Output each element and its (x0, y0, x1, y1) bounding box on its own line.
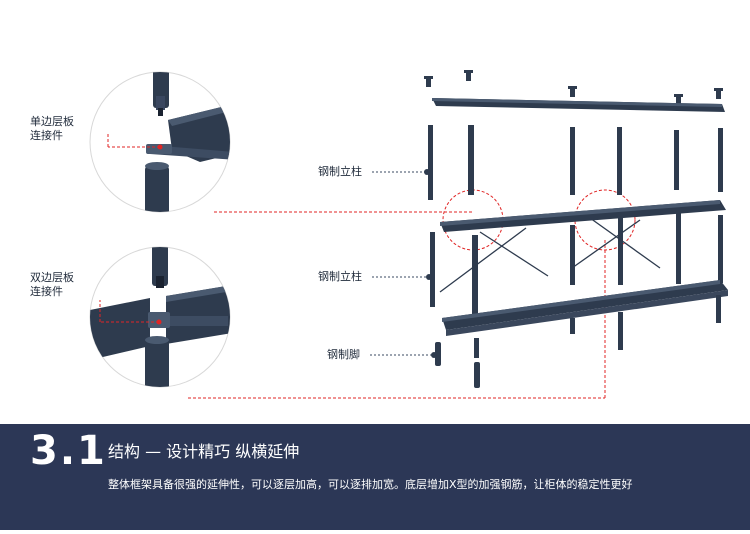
upper-posts (428, 125, 723, 200)
highlight-lines (99, 133, 606, 399)
joint-highlight-mid (574, 189, 636, 251)
magnifier-single-connector (89, 71, 231, 213)
label-single-connector-line1: 单边层板 (30, 115, 74, 128)
middle-posts (430, 212, 723, 325)
section-description: 整体框架具备很强的延伸性，可以逐层加高，可以逐排加宽。底层增加X型的加强钢筋，让… (108, 478, 633, 491)
shelf-unit (424, 70, 728, 388)
label-double-connector: 双边层板 连接件 (30, 271, 74, 299)
label-steel-post-upper: 钢制立柱 (318, 165, 362, 178)
top-screws (424, 70, 723, 105)
label-steel-foot: 钢制脚 (327, 348, 360, 361)
steel-feet (435, 342, 480, 388)
footer-banner (0, 424, 750, 530)
label-double-connector-line2: 连接件 (30, 285, 63, 298)
magnifier-double-connector (89, 246, 231, 388)
label-double-connector-line1: 双边层板 (30, 271, 74, 284)
lower-legs (474, 295, 721, 358)
section-title: 结构 — 设计精巧 纵横延伸 (108, 442, 300, 461)
label-steel-post-lower: 钢制立柱 (318, 270, 362, 283)
label-single-connector-line2: 连接件 (30, 129, 63, 142)
label-single-connector: 单边层板 连接件 (30, 115, 74, 143)
label-leaders (370, 171, 432, 356)
x-bracing (439, 217, 661, 293)
section-number: 3.1 (30, 428, 107, 474)
